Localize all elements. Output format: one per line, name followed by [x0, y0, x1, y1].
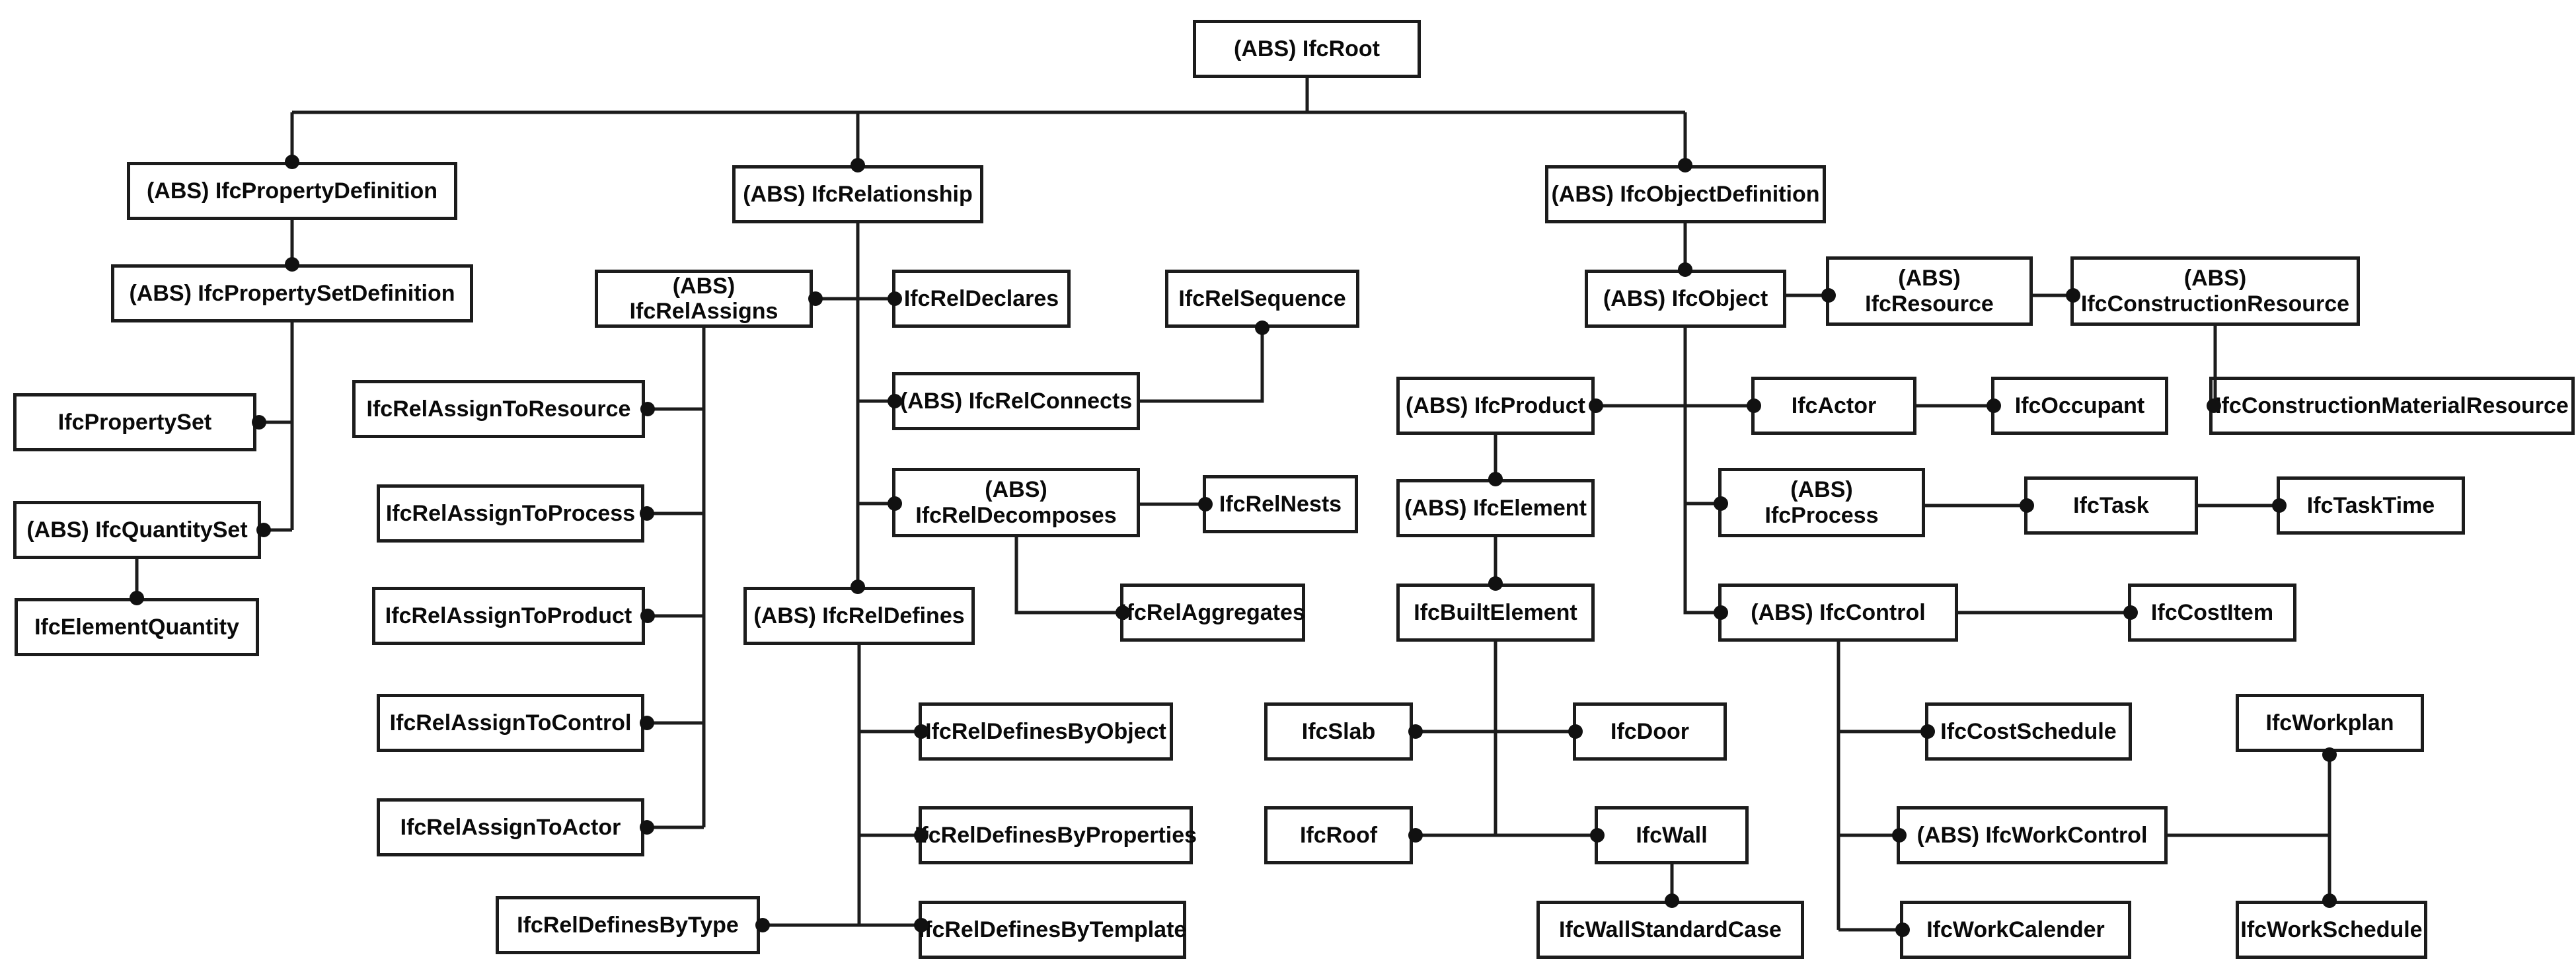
node-ifc-cost-schedule: IfcCostSchedule — [1925, 702, 2132, 761]
node-ifc-wall-standard-case: IfcWallStandardCase — [1536, 901, 1804, 959]
node-ifc-rel-aggregates: IfcRelAggregates — [1120, 584, 1305, 642]
node-ifc-roof: IfcRoof — [1264, 806, 1413, 864]
node-ifc-rel-declares: IfcRelDeclares — [892, 270, 1071, 328]
node-ifc-rel-assigns: (ABS) IfcRelAssigns — [595, 270, 813, 328]
node-ifc-rel-defines-by-object: IfcRelDefinesByObject — [919, 702, 1173, 761]
node-ifc-wall: IfcWall — [1595, 806, 1749, 864]
node-ifc-rel-assign-to-resource: IfcRelAssignToResource — [352, 380, 645, 438]
node-ifc-object-definition: (ABS) IfcObjectDefinition — [1545, 165, 1826, 223]
node-ifc-element: (ABS) IfcElement — [1396, 479, 1595, 537]
node-ifc-root: (ABS) IfcRoot — [1193, 20, 1421, 78]
node-ifc-construction-resource: (ABS) IfcConstructionResource — [2070, 256, 2360, 326]
node-ifc-rel-nests: IfcRelNests — [1203, 475, 1358, 533]
node-ifc-built-element: IfcBuiltElement — [1396, 584, 1595, 642]
node-ifc-object: (ABS) IfcObject — [1585, 270, 1786, 328]
node-ifc-property-set: IfcPropertySet — [13, 393, 256, 451]
node-ifc-rel-connects: (ABS) IfcRelConnects — [892, 372, 1140, 430]
node-ifc-task-time: IfcTaskTime — [2277, 476, 2465, 535]
connector-reldecomposes-relaggregates — [1014, 537, 1120, 615]
connector-relconnects-relsequence — [1140, 328, 1264, 403]
node-ifc-rel-assign-to-actor: IfcRelAssignToActor — [377, 798, 644, 856]
node-ifc-property-set-definition: (ABS) IfcPropertySetDefinition — [111, 264, 473, 322]
node-ifc-work-schedule: IfcWorkSchedule — [2236, 901, 2427, 959]
node-ifc-process: (ABS) IfcProcess — [1718, 468, 1925, 537]
node-ifc-resource: (ABS) IfcResource — [1826, 256, 2033, 326]
node-ifc-rel-assign-to-process: IfcRelAssignToProcess — [377, 484, 644, 543]
node-ifc-workplan: IfcWorkplan — [2236, 694, 2424, 752]
node-ifc-occupant: IfcOccupant — [1991, 377, 2168, 435]
node-ifc-slab: IfcSlab — [1264, 702, 1413, 761]
node-ifc-work-calender: IfcWorkCalender — [1900, 901, 2131, 959]
node-ifc-rel-defines-by-template: IfcRelDefinesByTemplate — [919, 901, 1186, 959]
node-ifc-task: IfcTask — [2024, 476, 2198, 535]
node-ifc-rel-assign-to-control: IfcRelAssignToControl — [377, 694, 644, 752]
connector-object-spine — [1683, 328, 1718, 615]
node-ifc-construction-material-resource: IfcConstructionMaterialResource — [2209, 377, 2575, 435]
node-ifc-quantity-set: (ABS) IfcQuantitySet — [13, 501, 261, 559]
node-ifc-rel-defines-by-properties: IfcRelDefinesByProperties — [915, 806, 1197, 864]
node-ifc-rel-decomposes: (ABS) IfcRelDecomposes — [892, 468, 1140, 537]
node-ifc-rel-assign-to-product: IfcRelAssignToProduct — [372, 587, 645, 645]
node-ifc-product: (ABS) IfcProduct — [1396, 377, 1595, 435]
node-ifc-property-definition: (ABS) IfcPropertyDefinition — [127, 162, 457, 220]
node-ifc-cost-item: IfcCostItem — [2128, 584, 2296, 642]
node-ifc-actor: IfcActor — [1751, 377, 1916, 435]
node-ifc-rel-defines: (ABS) IfcRelDefines — [743, 587, 975, 645]
node-ifc-control: (ABS) IfcControl — [1718, 584, 1958, 642]
node-ifc-relationship: (ABS) IfcRelationship — [732, 165, 983, 223]
node-ifc-rel-defines-by-type: IfcRelDefinesByType — [496, 896, 760, 954]
node-ifc-element-quantity: IfcElementQuantity — [15, 598, 259, 656]
node-ifc-work-control: (ABS) IfcWorkControl — [1897, 806, 2168, 864]
node-ifc-rel-sequence: IfcRelSequence — [1165, 270, 1359, 328]
node-ifc-door: IfcDoor — [1573, 702, 1727, 761]
